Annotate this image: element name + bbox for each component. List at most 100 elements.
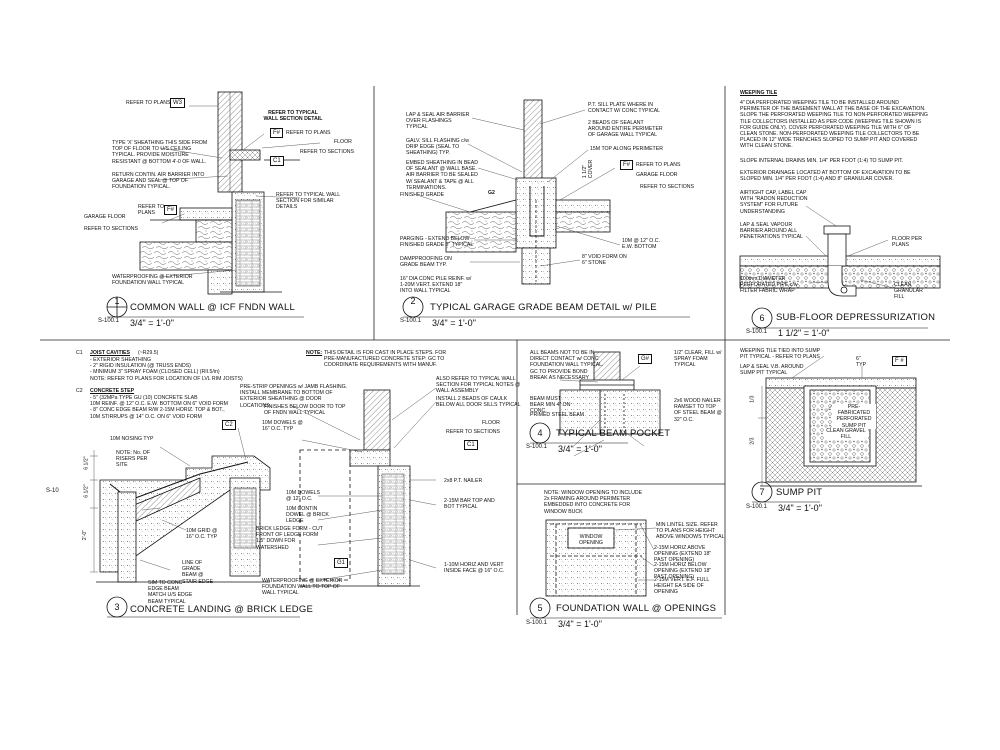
- d2-sealant-beads: 2 BEADS OF SEALANT AROUND ENTIRE PERIMET…: [588, 120, 663, 139]
- d5-window-opening: WINDOW OPENING: [579, 534, 603, 547]
- d4-clear-note: 1/2" CLEAR, FILL w/ SPRAY FOAM TYPICAL: [674, 350, 722, 369]
- d7-prefab-pit: PRE-FABRICATED PERFORATED SUMP PIT: [832, 404, 876, 429]
- d4-primed-beam: PRIMED STEEL BEAM: [530, 412, 584, 418]
- d1-f-tag: F#: [270, 128, 284, 138]
- d1-refer-plans: REFER TO PLANS: [126, 100, 171, 106]
- d3-step-text: - 5" (32MPa TYPE GU (10) CONCRETE SLAB 1…: [90, 395, 228, 420]
- d3-brick-form: BRICK LEDGE FORM - CUT FRONT OF LEDGE FO…: [256, 526, 323, 551]
- d2-parging: PARGING - EXTEND BELOW FINISHED GRADE 8"…: [400, 236, 474, 249]
- d2-f-tag: F#: [620, 160, 634, 170]
- d3-dim-2: 6 1/2": [83, 484, 90, 498]
- d1-sheathing-note: TYPE 'X' SHEATHING THIS SIDE FROM TOP OF…: [112, 140, 208, 165]
- d2-rebar-note: 10M @ 12" O.C. E.W. BOTTOM: [622, 238, 660, 251]
- d1-scale: 3/4" = 1'-0": [130, 318, 174, 328]
- d3-nailer: 2x8 P.T. NAILER: [444, 478, 483, 484]
- d1-refer-plans-3: REFER TO PLANS: [138, 204, 165, 217]
- d3-nosing: 10M NOSING TYP: [110, 436, 154, 442]
- d2-scale: 3/4" = 1'-0": [432, 318, 476, 328]
- d2-pile-note: 16" DIA CONC PILE REINF. w/ 1-20M VERT. …: [400, 276, 472, 295]
- d3-grade-beam-line: LINE OF GRADE BEAM @ STAIR EDGE: [182, 560, 214, 585]
- d6-pipe-note: 100mm DIAMETER PERFORATED PIPE c/w FILTE…: [740, 276, 798, 295]
- d5-above-note: 2-15M HORIZ ABOVE OPENING (EXTEND 18" PA…: [654, 545, 712, 564]
- d1-c1-tag: C1: [270, 156, 284, 166]
- d1-refer-sections-2: REFER TO SECTIONS: [84, 226, 138, 232]
- d6-lap-note: LAP & SEAL VAPOUR BARRIER AROUND ALL PEN…: [740, 222, 803, 241]
- d5-title: FOUNDATION WALL @ OPENINGS: [556, 603, 717, 614]
- d6-weeping-para-2: SLOPE INTERNAL DRAINS MIN. 1/4" PER FOOT…: [740, 158, 904, 164]
- d2-void-form: 8" VOID FORM ON 6" STONE: [582, 254, 627, 267]
- d3-risers-note: NOTE: No. OF RISERS PER SITE: [116, 450, 151, 469]
- d1-refer-sections: REFER TO SECTIONS: [300, 149, 354, 155]
- d3-dim-3: 2'-0": [82, 529, 89, 541]
- d1-garage-floor: GARAGE FLOOR: [84, 214, 126, 220]
- d1-sheet-ref: S-100.1: [98, 318, 120, 324]
- d6-scale: 1 1/2" = 1'-0": [778, 328, 830, 338]
- d3-dim-1: 6 1/2": [83, 456, 90, 470]
- d4-g-tag: G#: [638, 354, 653, 364]
- d1-floor-label: FLOOR: [334, 139, 352, 145]
- d3-note-heading: NOTE:: [306, 350, 323, 356]
- d3-prestrip: PRE-STRIP OPENINGS w/ JAMB FLASHING. INS…: [240, 384, 348, 409]
- d3-contin-dowel: 10M CONTIN DOWEL @ BRICK LEDGE: [286, 506, 329, 525]
- d5-note: NOTE: WINDOW OPENING TO INCLUDE 2x FRAMI…: [544, 490, 643, 515]
- d1-waterproofing: WATERPROOFING @ EXTERIOR FOUNDATION WALL…: [112, 274, 193, 287]
- d3-note-text: THIS DETAIL IS FOR CAST IN PLACE STEPS. …: [324, 350, 447, 369]
- d3-c2-label: C2: [76, 388, 83, 394]
- d6-weeping-heading: WEEPING TILE: [740, 90, 778, 96]
- d3-waterproofing: WATERPROOFING @ EXTERIOR FOUNDATION WALL…: [262, 578, 343, 597]
- d2-garage-floor: GARAGE FLOOR: [636, 172, 678, 178]
- d2-g2-tag: G2: [488, 190, 495, 196]
- d7-number: 7: [759, 487, 765, 497]
- d5-lintel-note: MIN LINTEL SIZE. REFER TO PLANS FOR HEIG…: [656, 522, 725, 541]
- d1-f-tag-2: F#: [164, 205, 178, 215]
- d3-joist-heading: JOIST CAVITIES: [90, 350, 130, 356]
- d1-refer-typical-wall: REFER TO TYPICAL WALL SECTION FOR SIMILA…: [276, 192, 340, 211]
- d3-horiz-vert: 1-10M HORIZ AND VERT INSIDE FACE @ 16" O…: [444, 562, 505, 575]
- d3-finishes: FINISHES BELOW DOOR TO TOP OF FNDN WALL …: [264, 404, 346, 417]
- d7-dim-23: 2/3: [749, 437, 756, 445]
- d3-number: 3: [114, 602, 120, 612]
- d5-below-note: 2-15M HORIZ BELOW OPENING (EXTEND 18" PA…: [654, 562, 712, 581]
- d1-air-barrier-note: RETURN CONTIN. AIR BARRIER INTO GARAGE A…: [112, 172, 205, 191]
- d2-sheet-ref: S-100.1: [400, 318, 422, 324]
- d2-title: TYPICAL GARAGE GRADE BEAM DETAIL w/ PILE: [430, 302, 657, 313]
- d2-refer-plans: REFER TO PLANS: [636, 162, 681, 168]
- d3-title: CONCRETE LANDING @ BRICK LEDGE: [130, 604, 313, 615]
- d3-also-refer: ALSO REFER TO TYPICAL WALL SECTION FOR T…: [436, 376, 521, 395]
- d3-bar-top: 2-15M BAR TOP AND BOT TYPICAL: [444, 498, 495, 511]
- d6-floor-note: FLOOR PER PLANS: [892, 236, 922, 249]
- d6-fill-note: CLEAN GRANULAR FILL: [894, 282, 923, 301]
- d3-g1-tag: G1: [334, 558, 349, 568]
- d2-lap-seal: LAP & SEAL AIR BARRIER OVER FLASHINGS TY…: [406, 112, 470, 131]
- d3-c2-tag: C2: [222, 420, 236, 430]
- d3-c1-tag: C1: [464, 440, 478, 450]
- d3-joist-text: - EXTERIOR SHEATHING - 2" RIGID INSULATI…: [90, 357, 243, 382]
- d6-sheet-ref: S-100.1: [746, 329, 768, 335]
- d4-beams-note: ALL BEAMS NOT TO BE IN DIRECT CONTACT w/…: [530, 350, 604, 381]
- d6-number: 6: [759, 313, 765, 323]
- d4-sheet-ref: S-100.1: [526, 444, 548, 450]
- d7-title: SUMP PIT: [776, 487, 823, 498]
- d1-refer-plans-2: REFER TO PLANS: [286, 130, 331, 136]
- d5-scale: 3/4" = 1'-0": [558, 619, 602, 629]
- d5-sheet-ref: S-100.1: [526, 620, 548, 626]
- d3-c1-label: C1: [76, 350, 83, 356]
- d2-sill-plate: P.T. SILL PLATE WHERE IN CONTACT W/ CONC…: [588, 102, 661, 115]
- d5-vert-note: 2-15M VERT. E.F. FULL HEIGHT EA SIDE OF …: [654, 577, 710, 596]
- d7-dim-13: 1/3: [749, 395, 756, 403]
- d3-step-heading: CONCRETE STEP: [90, 388, 135, 394]
- d1-typical-wall-note: REFER TO TYPICAL WALL SECTION DETAIL: [263, 110, 323, 123]
- d2-15m-top: 15M TOP ALONG PERIMETER: [590, 146, 663, 152]
- d1-title: COMMON WALL @ ICF FNDN WALL: [130, 302, 295, 313]
- d4-title: TYPICAL BEAM POCKET: [556, 428, 671, 439]
- d7-scale: 3/4" = 1'-0": [778, 503, 822, 513]
- d3-caulk: INSTALL 2 BEADS OF CAULK BELOW ALL DOOR …: [436, 396, 521, 409]
- d7-lap-note: LAP & SEAL V.B. AROUND SUMP PIT TYPICAL: [740, 364, 804, 377]
- d7-sheet-ref: S-100.1: [746, 504, 768, 510]
- d4-bear-note: BEAM MUST BEAR MIN 4" ON CONC.: [530, 396, 571, 415]
- d6-cap-note: AIRTIGHT CAP, LABEL CAP WITH "RADON REDU…: [740, 190, 808, 215]
- d7-gravel: CLEAN GRAVEL FILL: [824, 428, 868, 441]
- d3-grid-note: 10M GRID @ 16" O.C. TYP: [186, 528, 218, 541]
- d1-number: 1: [114, 296, 120, 306]
